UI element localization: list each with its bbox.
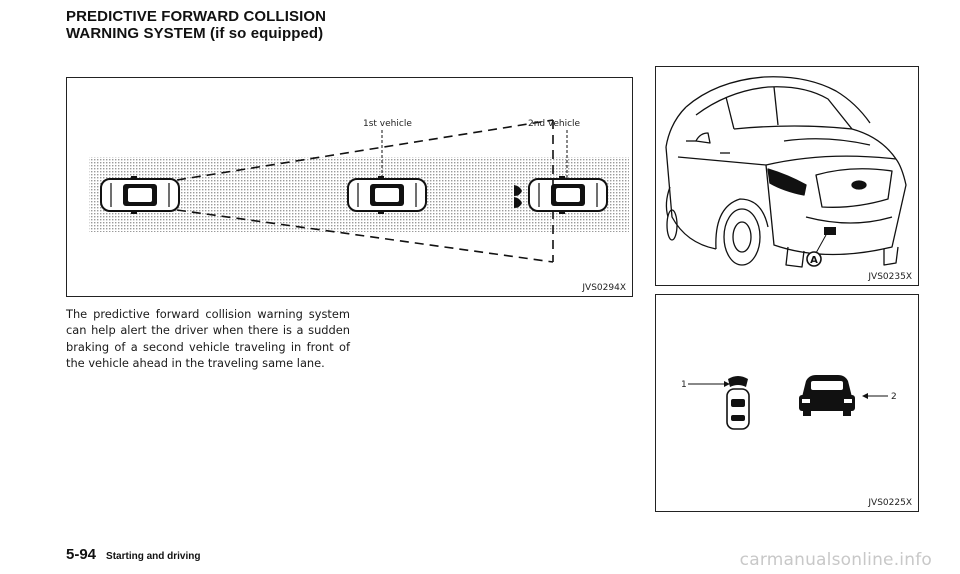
- radar-sensor-icon: [824, 227, 836, 235]
- own-vehicle-icon: [100, 175, 180, 215]
- indicator-diagram-illustration: 1 2: [681, 375, 897, 430]
- callout-1-label: 1: [681, 380, 687, 390]
- callout-a-label: A: [810, 255, 818, 266]
- page-number: 5-94: [66, 546, 97, 563]
- brake-light-icon: [514, 197, 522, 208]
- road-diagram-illustration: 1st vehicle 2nd vehicle: [89, 119, 629, 263]
- callout-2-label: 2: [891, 392, 897, 402]
- label-first-vehicle: 1st vehicle: [363, 119, 412, 129]
- watermark: carmanualsonline.info: [739, 550, 932, 570]
- radar-beam-upper: [176, 119, 554, 181]
- callout-marker: [806, 251, 822, 267]
- figure-code: JVS0235X: [868, 272, 912, 282]
- body-paragraph: The predictive forward collision warning…: [66, 307, 350, 371]
- first-vehicle-icon: [347, 175, 427, 215]
- radar-beam-lower: [176, 209, 554, 263]
- section-heading: PREDICTIVE FORWARD COLLISION WARNING SYS…: [66, 8, 326, 42]
- figure-car-front: A JVS0235X: [655, 66, 919, 286]
- page-footer: 5-94 Starting and driving: [66, 546, 200, 564]
- vehicle-ahead-indicator-icon: [728, 376, 748, 387]
- figure-code: JVS0225X: [868, 498, 912, 508]
- section-heading-line2: WARNING SYSTEM (if so equipped): [66, 25, 324, 42]
- vehicle-ahead-icon: [799, 375, 855, 416]
- figure-indicator-diagram: 1 2 JVS0225X: [655, 294, 919, 512]
- chapter-title: Starting and driving: [106, 551, 201, 562]
- figure-road-diagram: 1st vehicle 2nd vehicle JVS0294X: [66, 77, 633, 297]
- brake-light-icon: [514, 185, 522, 196]
- car-front-illustration: A: [665, 76, 907, 268]
- second-vehicle-icon: [528, 175, 608, 215]
- section-heading-line1: PREDICTIVE FORWARD COLLISION: [66, 8, 327, 25]
- own-vehicle-icon: [726, 388, 750, 430]
- figure-code: JVS0294X: [582, 283, 626, 293]
- label-second-vehicle: 2nd vehicle: [528, 119, 581, 129]
